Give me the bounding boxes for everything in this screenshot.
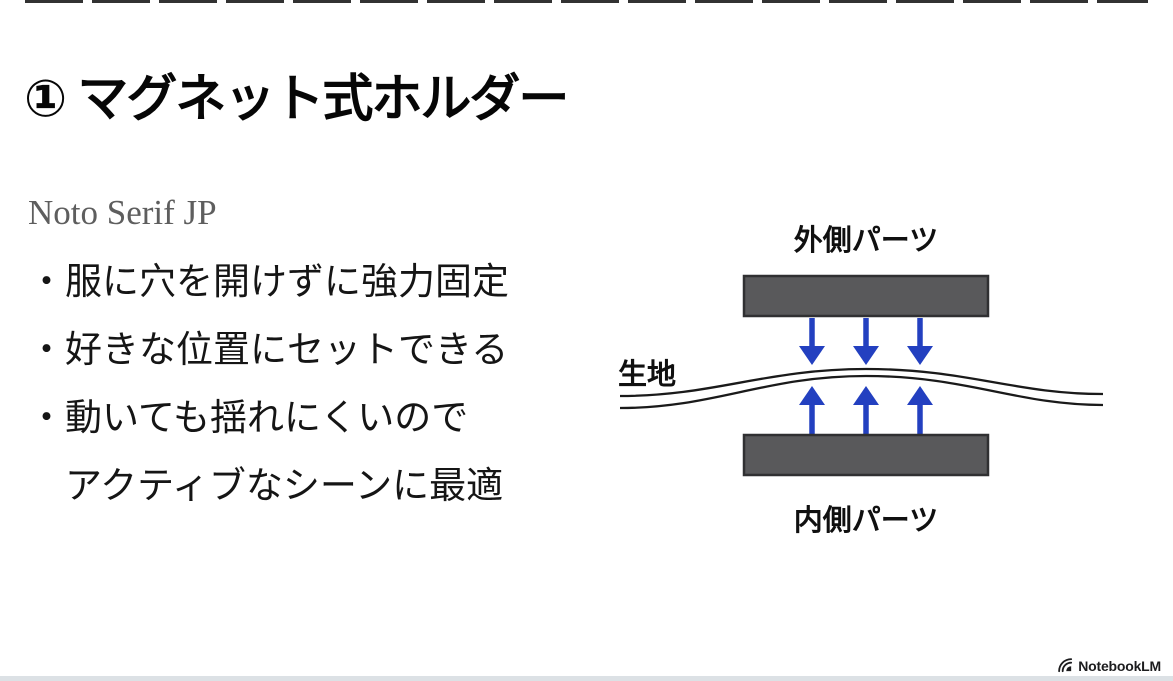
bullet-text: 好きな位置にセットできる — [65, 329, 509, 370]
bullet-text: 服に穴を開けずに強力固定 — [65, 261, 509, 302]
bullet-item: ・動いても揺れにくいので — [28, 384, 509, 452]
bullet-marker: ・ — [28, 261, 65, 302]
bullet-item: ・服に穴を開けずに強力固定 — [28, 248, 509, 316]
magnet-diagram: 外側パーツ 生地 内側パーツ — [600, 200, 1173, 540]
down-arrow-head — [853, 346, 879, 365]
up-arrow-head — [853, 386, 879, 405]
magnet-diagram-svg: 外側パーツ 生地 内側パーツ — [618, 224, 1104, 537]
notebooklm-watermark: NotebookLM — [1057, 657, 1161, 674]
bullet-list: ・服に穴を開けずに強力固定 ・好きな位置にセットできる ・動いても揺れにくいので… — [28, 248, 509, 520]
bullet-marker: ・ — [28, 329, 65, 370]
font-name-label: Noto Serif JP — [28, 193, 217, 232]
down-arrow-head — [799, 346, 825, 365]
bullet-text: 動いても揺れにくいので — [65, 397, 469, 438]
downward-arrows — [799, 318, 933, 365]
outer-part-label: 外側パーツ — [794, 224, 938, 257]
bullet-item: ・好きな位置にセットできる — [28, 316, 509, 384]
watermark-label: NotebookLM — [1078, 657, 1161, 674]
slide-title: ① マグネット式ホルダー — [24, 70, 569, 127]
bottom-bar — [0, 676, 1173, 681]
up-arrow-head — [799, 386, 825, 405]
inner-part-label: 内側パーツ — [794, 504, 938, 537]
down-arrow-head — [907, 346, 933, 365]
outer-magnet-rect — [742, 274, 990, 318]
bullet-text: アクティブなシーンに最適 — [65, 465, 504, 506]
bullet-item-continuation: アクティブなシーンに最適 — [28, 452, 509, 520]
inner-magnet-rect — [742, 433, 990, 477]
fabric-line-lower — [619, 374, 1104, 410]
notebooklm-logo-icon — [1058, 658, 1073, 673]
fabric-line-upper — [619, 367, 1104, 398]
fabric-label: 生地 — [618, 358, 676, 391]
bullet-marker: ・ — [28, 397, 65, 438]
up-arrow-head — [907, 386, 933, 405]
upward-arrows — [799, 386, 933, 435]
top-edge-dashes — [25, 0, 1148, 3]
